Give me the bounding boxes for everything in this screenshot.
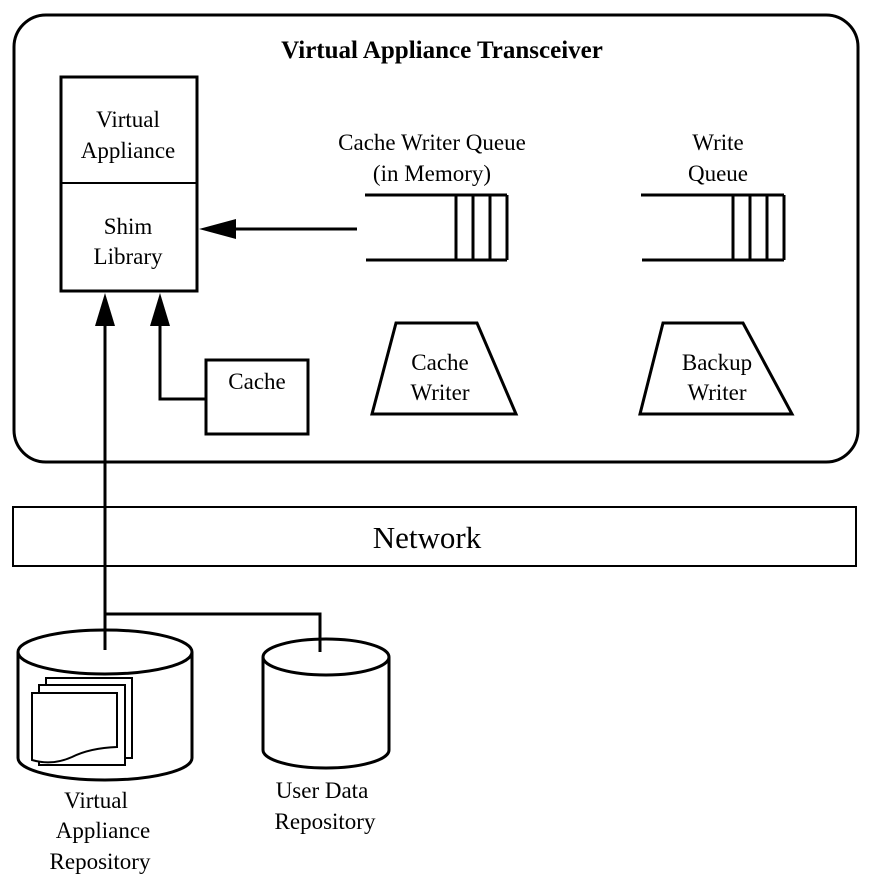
user-data-repository[interactable]: User Data Repository (261, 614, 391, 834)
write-queue[interactable]: Write Queue (641, 130, 786, 262)
virtual-appliance-label-line2: Appliance (81, 138, 176, 163)
network[interactable]: Network (12, 506, 857, 567)
queue-icon (641, 193, 786, 262)
cache-box (204, 358, 310, 436)
cache-writer-label-line2: Writer (410, 380, 469, 405)
diagram-title: Virtual Appliance Transceiver (281, 37, 603, 64)
network-label: Network (373, 520, 482, 555)
backup-writer-shape (638, 321, 795, 416)
cache-writer-label-line1: Cache (411, 350, 468, 375)
cache-writer-queue-label-line2: (in Memory) (373, 161, 491, 186)
va-repository-label-line3: Repository (50, 849, 151, 874)
arrowhead-icon (199, 219, 236, 239)
shim-library-label-line1: Shim (104, 214, 153, 239)
virtual-appliance-label-line1: Virtual (96, 107, 160, 132)
network-bar (12, 506, 857, 567)
cache-writer-shape (370, 321, 519, 416)
cache-label: Cache (228, 369, 285, 394)
cache-writer-queue[interactable]: Cache Writer Queue (in Memory) (338, 130, 526, 262)
document-stack-icon (31, 677, 133, 766)
va-repository-label-line2: Appliance (56, 818, 151, 843)
shim-library-label-line2: Library (94, 244, 163, 269)
backup-writer-label-line1: Backup (682, 350, 752, 375)
arrow-queue-to-shim (199, 219, 357, 239)
virtual-appliance-stack[interactable]: Virtual Appliance Shim Library (59, 75, 199, 293)
backup-writer-label-line2: Writer (687, 380, 746, 405)
arrowhead-icon (95, 293, 115, 326)
backup-writer[interactable]: Backup Writer (638, 321, 795, 416)
user-data-repository-label-line2: Repository (275, 809, 376, 834)
cache[interactable]: Cache (204, 358, 310, 436)
database-icon (261, 614, 391, 770)
cache-writer-queue-label-line1: Cache Writer Queue (338, 130, 526, 155)
va-repository-label-line1: Virtual (64, 788, 128, 813)
arrowhead-icon (150, 293, 170, 326)
arrow-cache-to-shim (150, 293, 206, 401)
queue-icon (365, 193, 509, 262)
cache-writer[interactable]: Cache Writer (370, 321, 519, 416)
write-queue-label-line1: Write (692, 130, 743, 155)
virtual-appliance-repository[interactable]: Virtual Appliance Repository (16, 614, 194, 874)
write-queue-label-line2: Queue (688, 161, 748, 186)
user-data-repository-label-line1: User Data (276, 778, 369, 803)
arrow-repository-to-shim (95, 293, 115, 650)
transceiver-border (12, 13, 860, 464)
transceiver-container: Virtual Appliance Transceiver (12, 13, 860, 464)
